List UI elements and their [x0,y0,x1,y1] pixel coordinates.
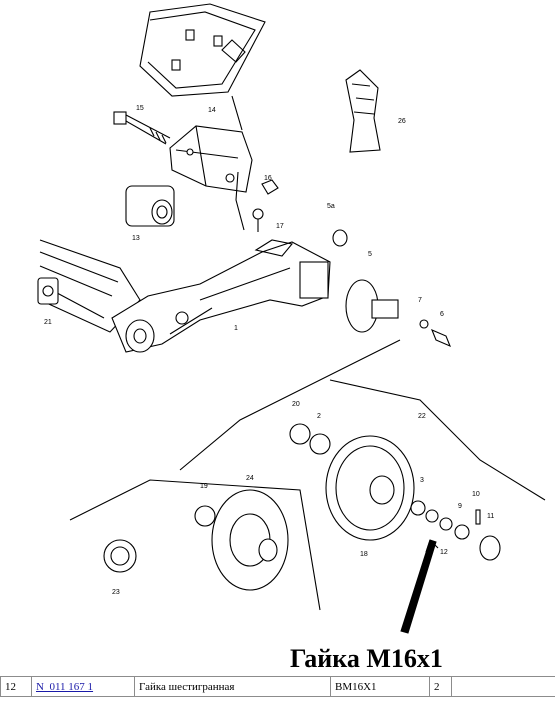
callout-11: 11 [487,513,494,520]
callout-labels: 15 14 26 16 13 17 5a 5 7 6 21 1 22 20 2 … [44,105,494,596]
callout-12: 12 [440,549,448,556]
bolt [113,111,171,145]
quantity-cell: 2 [429,676,452,697]
callout-19: 19 [200,483,208,490]
callout-20: 20 [292,401,300,408]
callout-16: 16 [264,175,272,182]
side-bracket [37,277,59,305]
stub-axle [332,229,452,348]
callout-22: 22 [418,413,426,420]
callout-18: 18 [360,551,368,558]
callout-9: 9 [458,503,462,510]
callout-24: 24 [246,475,254,482]
callout-6: 6 [440,311,444,318]
extra-cell [451,676,555,697]
position-cell: 12 [0,676,32,697]
callout-2: 2 [317,413,321,420]
callout-15: 15 [136,105,144,112]
small-bolts [252,179,279,232]
part-caption: Гайка М16х1 [290,644,443,673]
table-row: 12 N 011 167 1 Гайка шестигранная BM16X1… [0,676,555,697]
callout-7: 7 [418,297,422,304]
rubber-bush [125,185,175,227]
highlight-arrow [400,539,439,634]
part-number-cell: N 011 167 1 [31,676,135,697]
brake-drum [289,423,501,561]
callout-10: 10 [472,491,480,498]
callout-26: 26 [398,118,406,125]
callout-14: 14 [208,107,216,114]
exploded-parts-diagram: 15 14 26 16 13 17 5a 5 7 6 21 1 22 20 2 … [37,3,546,673]
callout-21: 21 [44,319,52,326]
callout-5: 5 [368,251,372,258]
callout-5a: 5a [327,203,335,210]
description-cell: Гайка шестигранная [134,676,331,697]
callout-23: 23 [112,589,120,596]
callout-3: 3 [420,477,424,484]
spec-cell: BM16X1 [330,676,430,697]
parts-table: 12 N 011 167 1 Гайка шестигранная BM16X1… [0,676,555,697]
group-brackets [69,95,546,611]
rear-axle-beam [39,239,331,353]
brake-disc [103,489,289,591]
callout-1: 1 [234,325,238,332]
callout-17: 17 [276,223,284,230]
body-panel [139,3,266,97]
part-number-link[interactable]: N 011 167 1 [36,680,94,693]
callout-13: 13 [132,235,140,242]
bump-stop [345,69,381,153]
mounting-bracket [169,125,253,193]
